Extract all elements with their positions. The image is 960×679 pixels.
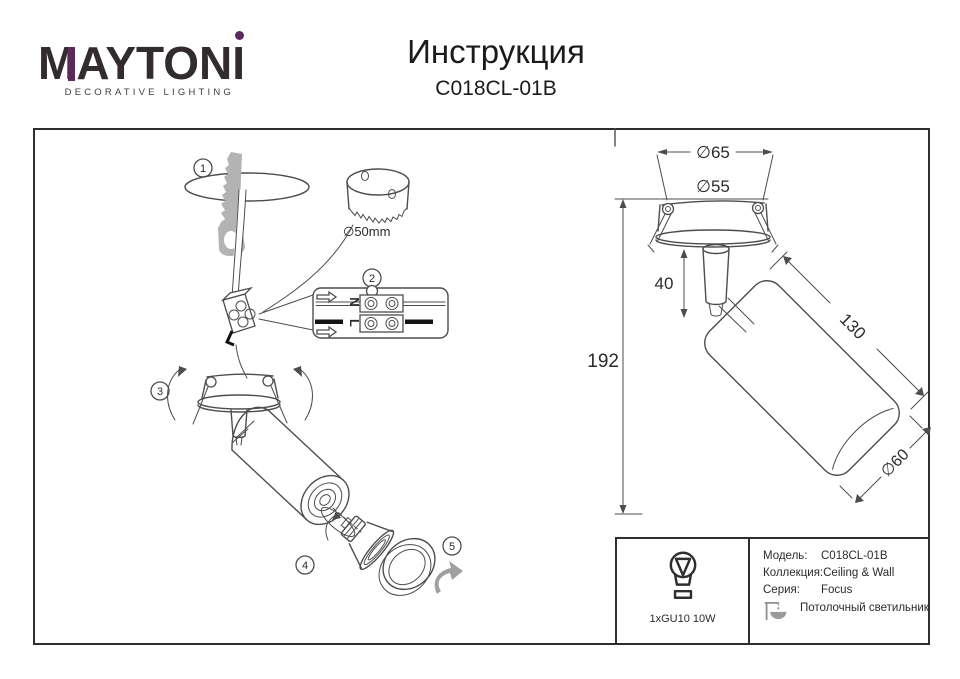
- recessed-ring-drawing: [647, 200, 779, 253]
- step3-mounting: 3: [150, 366, 313, 446]
- lamp-spec-cell: 1xGU10 10W: [617, 539, 750, 645]
- dimension-drawing: ∅65 ∅55: [587, 128, 931, 515]
- assembly-diagram: 1 ∅50mm: [150, 152, 463, 596]
- dim-body-length: 130: [769, 251, 929, 410]
- stem-drawing: [702, 243, 730, 317]
- leader-line-bottom: [258, 318, 314, 331]
- logo-tagline: DECORATIVE LIGHTING: [64, 87, 234, 98]
- step-2-number: 2: [369, 273, 375, 285]
- arrow-right-icon-top: [316, 290, 338, 304]
- product-type-label: Потолочный светильник: [800, 602, 929, 614]
- step-5-badge: 5: [442, 536, 462, 556]
- product-spec-cell: Модель:C018CL-01B Коллекция:Ceiling & Wa…: [750, 539, 930, 645]
- step-3-number: 3: [157, 386, 163, 398]
- fold-arrow-right: [293, 366, 313, 421]
- gu10-bulb: [340, 515, 395, 571]
- step-4-number: 4: [302, 560, 308, 572]
- cylinder-drawing: [704, 280, 900, 476]
- joint-line-1: [727, 297, 755, 325]
- dim-cutout-diameter: ∅55: [659, 177, 769, 200]
- step1-cut-hole: 1 ∅50mm: [184, 152, 410, 313]
- step-1-number: 1: [200, 163, 206, 175]
- title-block: Инструкция C018CL-01B: [300, 33, 692, 101]
- dim-body-length-label: 130: [836, 310, 869, 343]
- dim-cutout-diameter-label: ∅55: [696, 177, 730, 196]
- terminal-connector: [220, 286, 256, 379]
- lamp-holder-stem: [230, 409, 248, 446]
- model-number: C018CL-01B: [435, 77, 557, 100]
- ceiling-lamp-icon: [764, 602, 787, 620]
- dim-stem-height-label: 40: [655, 274, 674, 293]
- spec-table: 1xGU10 10W Модель:C018CL-01B Коллекция:C…: [615, 537, 930, 645]
- terminal-label-l: L: [347, 319, 362, 327]
- dim-body-diameter: ∅60: [839, 415, 931, 503]
- hole-saw-diameter-label: ∅50mm: [343, 224, 390, 239]
- step-5-number: 5: [449, 541, 455, 553]
- step-3-badge: 3: [150, 381, 170, 401]
- black-wire-stub: [225, 330, 235, 347]
- recessed-mount: [192, 373, 288, 425]
- terminal-label-n: N: [347, 297, 362, 306]
- page-title: Инструкция: [407, 33, 585, 70]
- dim-outer-diameter: ∅65: [656, 143, 774, 201]
- rotate-ring-arrow-icon: [434, 561, 463, 594]
- arrow-right-icon-bottom: [316, 325, 338, 339]
- spec-row-series: Серия:Focus: [763, 584, 853, 596]
- bulb-icon: [669, 551, 696, 599]
- logo-accent-bar: [68, 47, 75, 81]
- hole-saw-icon: [346, 168, 410, 224]
- leader-line-holesaw: [262, 224, 354, 313]
- live-wire-left: [315, 319, 343, 324]
- step2-wiring: 2 N: [220, 268, 449, 379]
- ceiling-hole-ellipse: [184, 172, 310, 202]
- dim-outer-diameter-label: ∅65: [696, 143, 730, 162]
- wiring-callout: N L: [312, 284, 449, 339]
- step-1-badge: 1: [193, 158, 213, 178]
- step5-trim-ring: 5: [378, 536, 463, 596]
- spec-row-model: Модель:C018CL-01B: [763, 550, 888, 562]
- spec-row-collection: Коллекция:Ceiling & Wall: [763, 567, 895, 579]
- dim-stem-height: 40: [655, 249, 688, 318]
- drawing-frame: [33, 128, 930, 645]
- leader-line-top: [258, 294, 314, 315]
- mains-cable: [230, 189, 247, 299]
- step4-insert-bulb: 4: [295, 506, 395, 575]
- dim-total-height: 192: [587, 198, 660, 515]
- dim-total-height-label: 192: [587, 351, 619, 372]
- rotate-arrow-icon: [325, 511, 341, 541]
- live-wire-right: [405, 319, 433, 324]
- logo-dot: [235, 31, 245, 40]
- spec-row-type: Потолочный светильник: [763, 600, 930, 622]
- step-2-badge: 2: [362, 268, 382, 288]
- joint-line-2: [718, 305, 747, 333]
- fold-arrow-left: [167, 366, 187, 421]
- step-4-badge: 4: [295, 555, 315, 575]
- maytoni-logo: MAYTONI: [38, 31, 245, 98]
- lamp-spec-label: 1xGU10 10W: [649, 613, 716, 625]
- dim-body-diameter-label: ∅60: [878, 446, 913, 481]
- rotate-ellipse-arrow: [320, 506, 356, 538]
